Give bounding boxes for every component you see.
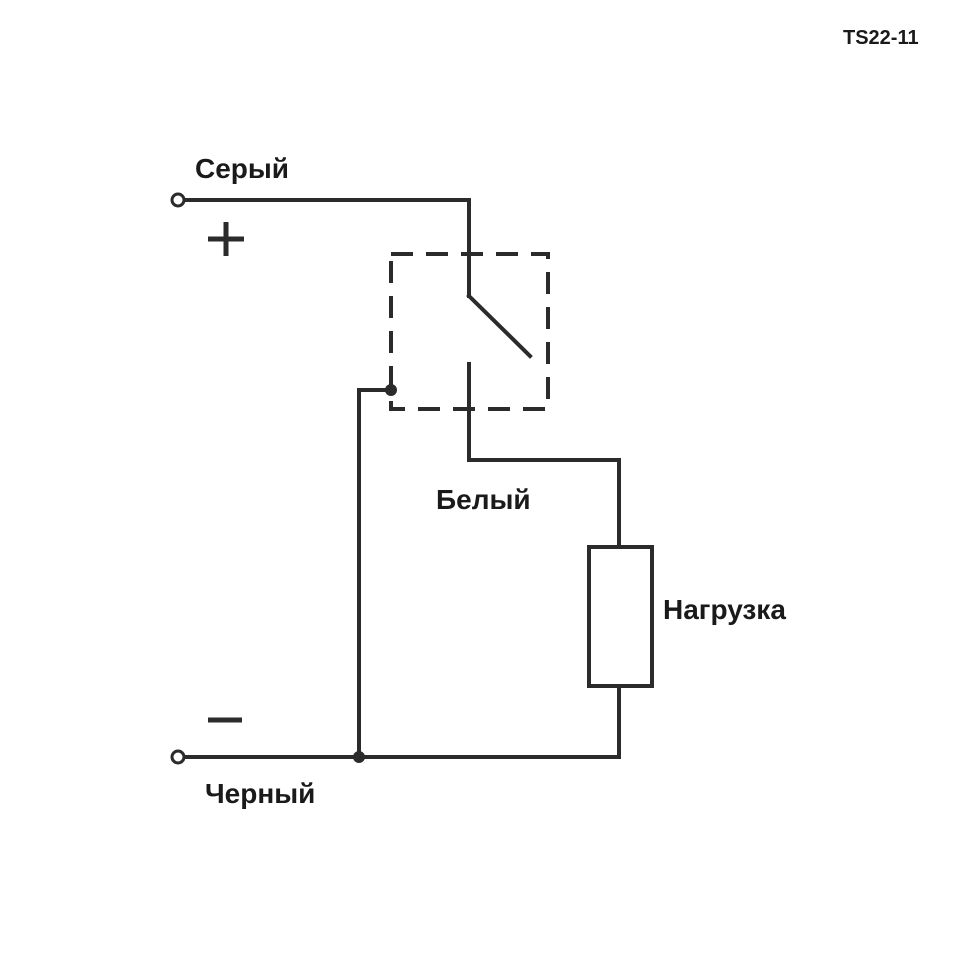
load-label: Нагрузка <box>663 594 786 625</box>
wire-white <box>467 362 621 549</box>
terminal-negative <box>170 749 186 765</box>
wire-gray <box>181 198 471 298</box>
junction-black <box>353 751 365 763</box>
switch-blade <box>466 293 533 359</box>
load-resistor <box>587 545 654 688</box>
sensor-enclosure <box>389 252 550 411</box>
wire-label-black: Черный <box>205 778 316 809</box>
plus-sign <box>208 222 244 256</box>
wire-label-white: Белый <box>436 484 531 515</box>
wire-label-gray: Серый <box>195 153 290 184</box>
junction-sensor <box>385 384 397 396</box>
terminal-positive <box>170 192 186 208</box>
model-code: TS22-11 <box>843 27 919 49</box>
wire-sensor-supply <box>357 388 393 759</box>
wire-load-return <box>181 684 621 759</box>
